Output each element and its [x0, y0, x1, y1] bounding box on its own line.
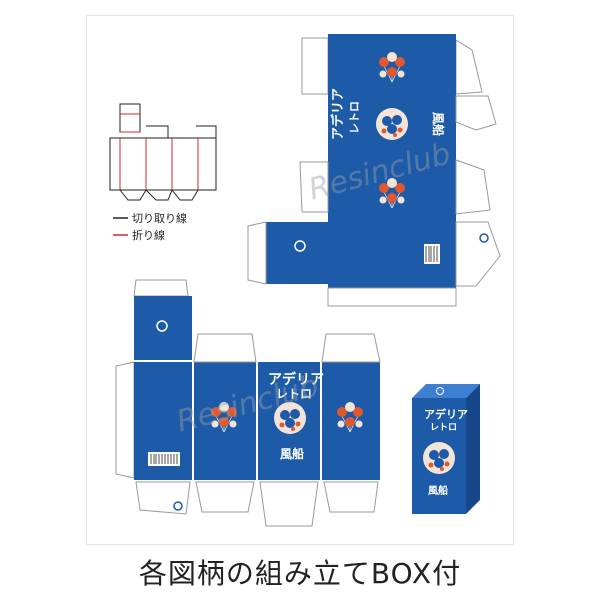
package-texts: アデリア レトロ 風船 アデリア レトロ 風船 アデリア レトロ 風船 [268, 88, 468, 497]
schematic-template [109, 103, 217, 201]
bottom-net-title-line2: レトロ [276, 387, 312, 401]
assembled-box [412, 384, 480, 514]
bottom-net-title-line1: アデリア [268, 371, 324, 388]
top-net-product-name: 風船 [431, 112, 446, 136]
top-net-title-line1: アデリア [330, 88, 346, 140]
top-net-title-line2: レトロ [348, 101, 361, 134]
legend-cut-line-label: 切り取り線 [132, 211, 187, 225]
box-title-line2: レトロ [430, 422, 457, 433]
bottom-net-product-name: 風船 [280, 446, 304, 461]
box-product-name: 風船 [428, 484, 448, 497]
box-net-bottom [115, 279, 381, 527]
line-legend [113, 217, 128, 236]
caption: 各図柄の組み立てBOX付 [138, 557, 462, 590]
box-net-top [247, 34, 501, 307]
box-title-line1: アデリア [424, 407, 468, 421]
legend-fold-line-label: 折り線 [132, 228, 165, 242]
